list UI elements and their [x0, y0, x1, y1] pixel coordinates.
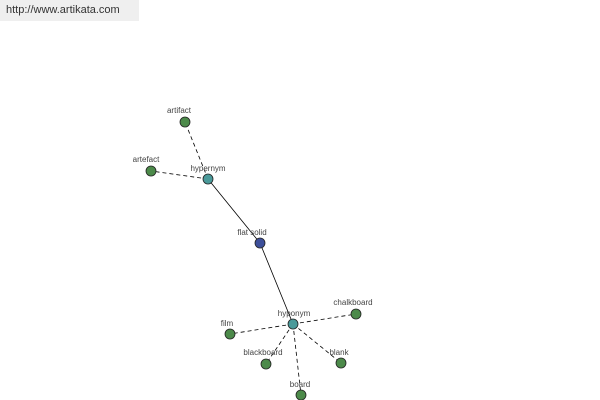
node-blackboard[interactable] [260, 358, 272, 370]
node-center[interactable] [254, 237, 266, 249]
label-hypernym: hypernym [190, 164, 225, 173]
node-artefact[interactable] [145, 165, 157, 177]
label-center: flat solid [237, 228, 266, 237]
node-chalkboard[interactable] [350, 308, 362, 320]
edge-center-hypernym [207, 178, 261, 244]
edge-hyponym-chalkboard [292, 313, 357, 325]
node-board[interactable] [295, 389, 307, 400]
edge-hypernym-artifact [184, 121, 209, 180]
label-chalkboard: chalkboard [333, 298, 372, 307]
node-hyponym[interactable] [287, 318, 299, 330]
label-board: board [290, 380, 310, 389]
label-artefact: artefact [133, 155, 160, 164]
edge-hyponym-board [292, 323, 302, 396]
edge-hypernym-artefact [150, 170, 209, 180]
edge-center-hyponym [259, 242, 294, 325]
label-film: film [221, 319, 234, 328]
node-artifact[interactable] [179, 116, 191, 128]
artikata-link[interactable]: http://www.artikata.com [0, 0, 139, 21]
label-artifact: artifact [167, 106, 192, 115]
label-blank: blank [329, 348, 349, 357]
edge-hyponym-blank [292, 323, 342, 364]
label-blackboard: blackboard [243, 348, 282, 357]
node-blank[interactable] [335, 357, 347, 369]
node-hypernym[interactable] [202, 173, 214, 185]
node-film[interactable] [224, 328, 236, 340]
label-hyponym: hyponym [278, 309, 311, 318]
edge-hyponym-blackboard [265, 323, 294, 365]
edge-hyponym-film [229, 323, 294, 335]
